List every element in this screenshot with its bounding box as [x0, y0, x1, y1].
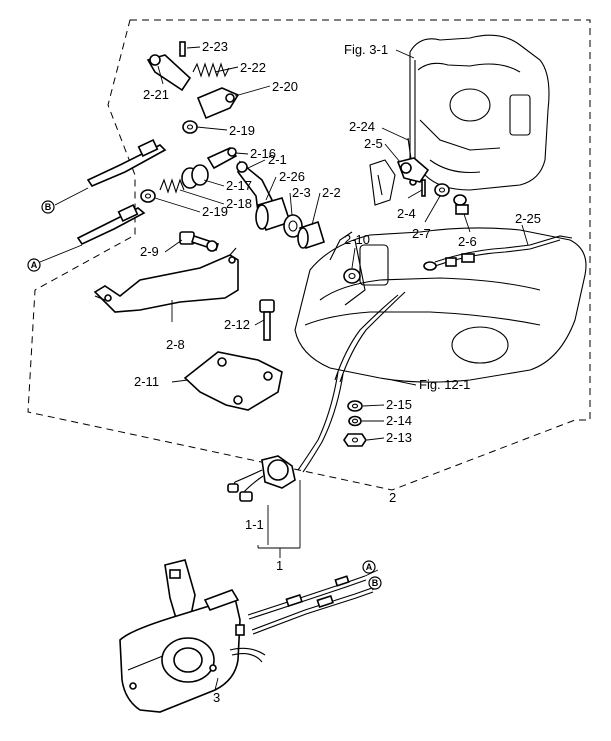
svg-text:A: A	[31, 260, 38, 270]
cable-a-end	[76, 204, 146, 246]
label-2-15: 2-15	[386, 397, 412, 412]
svg-text:B: B	[372, 578, 379, 588]
label-2-7: 2-7	[412, 226, 431, 241]
part-2-19-washer-lower	[140, 189, 156, 203]
marker-b-left: B	[41, 200, 55, 214]
label-2-9: 2-9	[140, 244, 159, 259]
label-2-14: 2-14	[386, 413, 412, 428]
part-2-9-bolt	[179, 231, 220, 252]
label-1: 1	[276, 558, 283, 573]
label-2-19-lower: 2-19	[202, 204, 228, 219]
label-2-1: 2-1	[268, 152, 287, 167]
label-2-13: 2-13	[386, 430, 412, 445]
label-fig-12-1: Fig. 12-1	[419, 377, 470, 392]
label-2-10: 2-10	[344, 232, 370, 247]
label-2-12: 2-12	[224, 317, 250, 332]
label-2-25: 2-25	[515, 211, 541, 226]
assembly-2-boundary	[27, 19, 591, 491]
remote-cables	[247, 575, 374, 635]
label-2: 2	[389, 490, 396, 505]
part-2-21-clevis	[146, 54, 192, 92]
label-2-2: 2-2	[322, 185, 341, 200]
label-1-1: 1-1	[245, 517, 264, 532]
marker-a-left: A	[27, 258, 41, 272]
svg-text:B: B	[45, 202, 52, 212]
part-1-1-harness	[227, 455, 296, 502]
part-2-6-bolt	[453, 194, 469, 215]
part-2-11-plate	[183, 351, 283, 411]
part-2-17-collar	[181, 164, 209, 189]
leader-lines	[39, 46, 529, 691]
part-2-7-washer	[434, 183, 450, 197]
label-2-6: 2-6	[458, 234, 477, 249]
label-2-19-upper: 2-19	[229, 123, 255, 138]
label-2-21: 2-21	[143, 87, 169, 102]
svg-text:A: A	[366, 562, 373, 572]
part-2-19-washer-upper	[182, 120, 198, 134]
label-2-26: 2-26	[279, 169, 305, 184]
label-2-8: 2-8	[166, 337, 185, 352]
part-3-remote-control	[119, 559, 266, 713]
label-2-23: 2-23	[202, 39, 228, 54]
part-2-12-bolt	[259, 299, 275, 341]
part-2-16	[206, 147, 238, 170]
label-3: 3	[213, 690, 220, 705]
label-2-24: 2-24	[349, 119, 375, 134]
part-2-10-nut	[343, 268, 361, 284]
marker-a-right: A	[362, 560, 376, 574]
label-2-18: 2-18	[226, 196, 252, 211]
part-2-20-link	[196, 87, 240, 120]
label-2-3: 2-3	[292, 185, 311, 200]
label-2-20: 2-20	[272, 79, 298, 94]
part-2-3-washer	[283, 214, 303, 238]
part-2-4-pin	[421, 179, 426, 197]
part-2-5-bracket	[396, 157, 430, 183]
part-2-15-washer	[347, 400, 363, 412]
remote-wiring	[297, 291, 406, 473]
part-2-25-wire	[423, 235, 573, 271]
part-2-8-bracket	[93, 247, 239, 313]
engine-block	[409, 34, 550, 191]
label-2-17: 2-17	[226, 178, 252, 193]
part-2-14-lockwasher	[348, 415, 362, 427]
part-2-13-nut	[343, 433, 367, 447]
marker-b-right: B	[368, 576, 382, 590]
cable-b-end	[86, 139, 167, 187]
label-fig-3-1: Fig. 3-1	[344, 42, 388, 57]
label-2-4: 2-4	[397, 206, 416, 221]
part-2-23-pin	[179, 41, 186, 57]
label-2-5: 2-5	[364, 136, 383, 151]
lower-casing	[294, 159, 587, 383]
part-2-18-spring	[159, 178, 185, 194]
part-2-2-bushing	[297, 220, 325, 250]
label-2-22: 2-22	[240, 60, 266, 75]
label-2-11: 2-11	[134, 374, 159, 389]
label-2-16: 2-16	[250, 146, 276, 161]
